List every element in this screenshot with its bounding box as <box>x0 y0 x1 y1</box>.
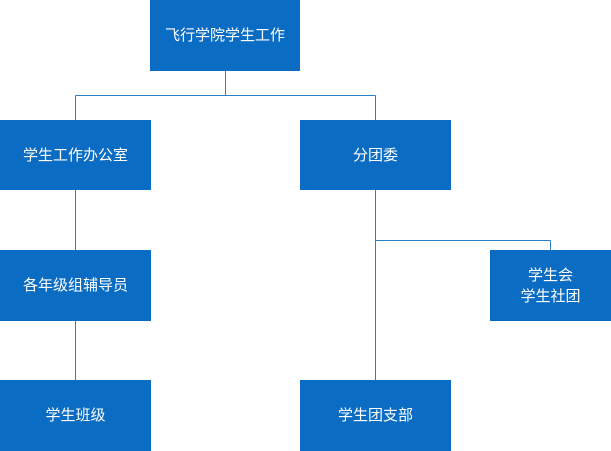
node-label: 飞行学院学生工作 <box>164 26 285 44</box>
node-grade-counselors: 各年级组辅导员 <box>0 250 151 321</box>
node-league-branches: 学生团支部 <box>300 380 451 451</box>
node-label: 各年级组辅导员 <box>22 276 128 294</box>
node-youth-league-committee: 分团委 <box>300 120 451 190</box>
node-label-line1: 学生会 <box>527 265 573 284</box>
node-flight-academy-student-work: 飞行学院学生工作 <box>150 0 300 71</box>
node-label: 学生班级 <box>45 406 106 424</box>
node-student-union: 学生会 学生社团 <box>490 250 611 321</box>
node-label: 学生工作办公室 <box>22 145 128 164</box>
node-label: 分团委 <box>352 145 398 164</box>
node-student-affairs-office: 学生工作办公室 <box>0 120 151 190</box>
node-student-classes: 学生班级 <box>0 380 151 451</box>
node-label-line2: 学生社团 <box>520 286 581 305</box>
node-label: 学生团支部 <box>337 406 413 424</box>
